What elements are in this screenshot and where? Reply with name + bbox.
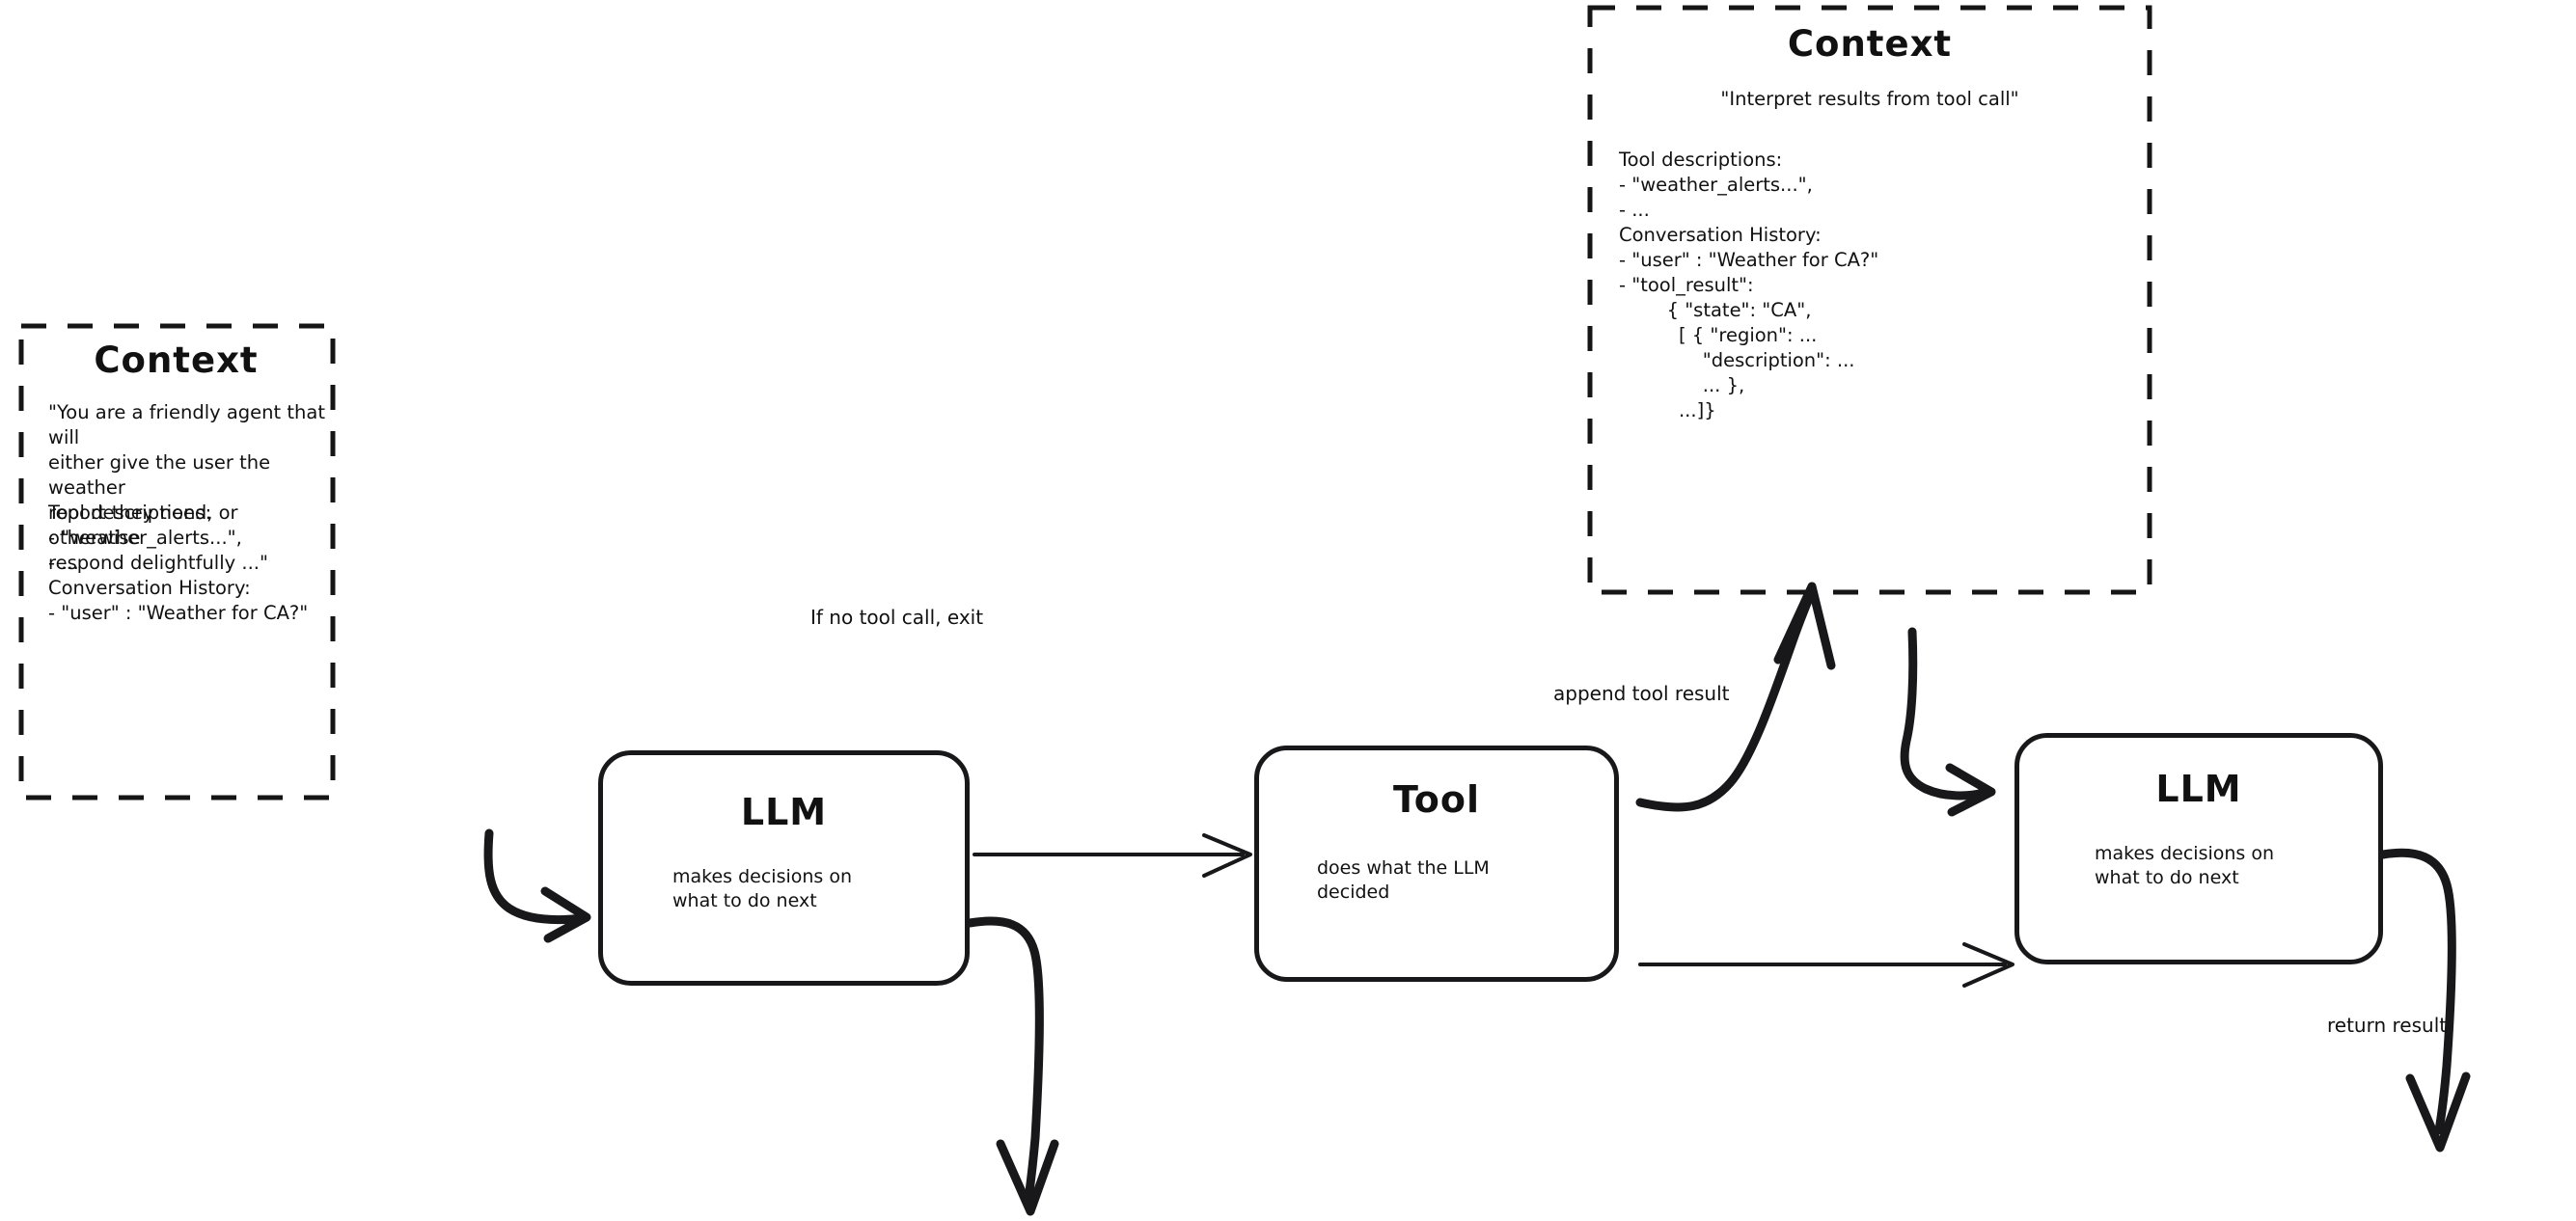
node-llm-second[interactable]: LLM makes decisions on what to do next [2014,733,2383,964]
node-llm-first-subtitle: makes decisions on what to do next [672,866,853,911]
arrow-llm1-exit [965,916,1059,1216]
edge-label-return-result: return result [2327,1014,2448,1037]
node-llm-first[interactable]: LLM makes decisions on what to do next [598,750,970,986]
context-left-tool-descriptions: Tool descriptions: - "weather_alerts..."… [48,502,242,574]
node-tool[interactable]: Tool does what the LLM decided [1254,746,1619,982]
node-llm-second-subtitle: makes decisions on what to do next [2095,843,2275,888]
node-tool-subtitle: does what the LLM decided [1317,857,1490,903]
edge-label-append-tool-result: append tool result [1553,682,1730,705]
arrow-tool-to-llm2 [1638,942,2014,988]
arrow-context-to-llm2 [1900,627,1996,817]
arrow-llm1-to-tool [973,833,1252,878]
context-left-system-prompt: "You are a friendly agent that will eith… [48,401,325,574]
context-left-conversation-history: Conversation History: - "user" : "Weathe… [48,577,309,624]
arrow-context-to-llm1 [483,828,591,943]
node-llm-first-title: LLM [740,791,828,833]
arrow-llm2-return-result [2378,848,2471,1153]
node-llm-second-title: LLM [2155,768,2242,810]
context-right-tool-descriptions: Tool descriptions: - "weather_alerts..."… [1619,149,1813,221]
context-right-conversation-history: Conversation History: - "user" : "Weathe… [1619,224,1879,271]
node-tool-title: Tool [1392,778,1481,821]
context-left-title: Context [94,339,259,381]
context-right-title: Context [1787,23,1953,65]
context-right-system-prompt: "Interpret results from tool call" [1720,88,2019,110]
edge-label-if-no-tool-call-exit: If no tool call, exit [810,606,984,629]
context-right-tool-result: - "tool_result": { "state": "CA", [ { "r… [1619,274,1855,421]
